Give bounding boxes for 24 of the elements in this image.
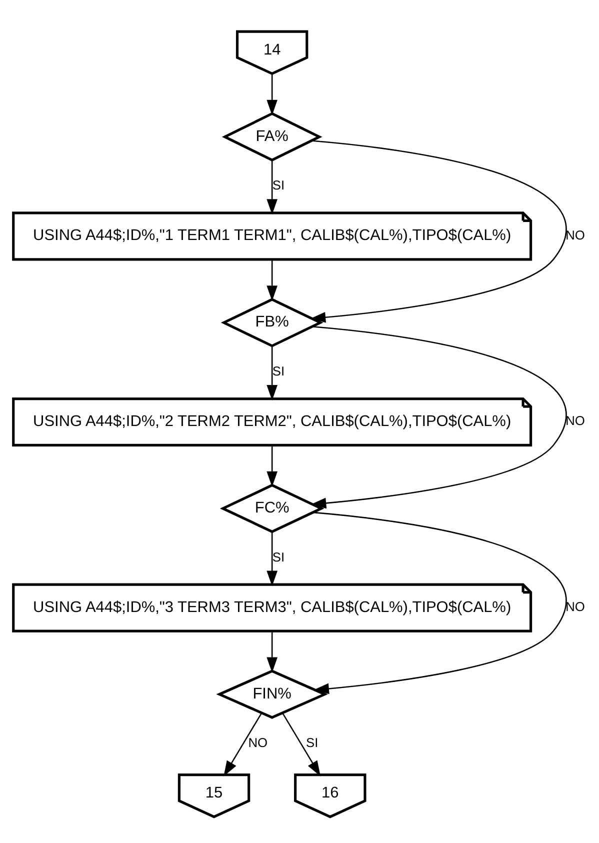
arrow <box>266 630 278 672</box>
edge-label: NO <box>248 734 268 750</box>
arrow <box>282 712 321 776</box>
edge-label: SI <box>306 734 318 750</box>
node-diamond: FIN% <box>216 669 328 718</box>
arrow <box>266 444 278 486</box>
edge-label: NO <box>566 226 585 242</box>
edge-label: SI <box>272 548 285 564</box>
edge-label: NO <box>566 412 585 428</box>
node-diamond: FB% <box>220 297 324 347</box>
arrow <box>266 259 278 301</box>
node-diamond: FA% <box>222 112 322 161</box>
arrow <box>266 345 278 400</box>
arrow <box>266 73 278 115</box>
arrow <box>266 160 278 214</box>
edge-label: SI <box>272 363 285 378</box>
node-diamond: FC% <box>220 483 324 533</box>
arrow <box>310 325 566 508</box>
arrow <box>312 511 566 694</box>
edge-label: SI <box>272 177 285 192</box>
arrow <box>266 531 278 586</box>
edge-label: NO <box>566 598 585 614</box>
arrow <box>224 712 262 776</box>
arrow <box>310 140 566 322</box>
